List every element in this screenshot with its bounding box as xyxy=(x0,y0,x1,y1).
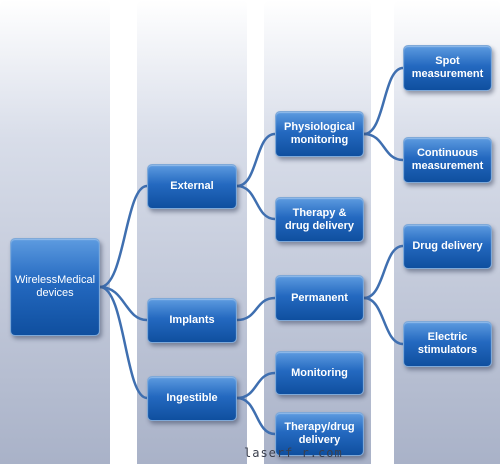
node-permanent: Permanent xyxy=(275,275,364,321)
node-electric-stimulators: Electric stimulators xyxy=(403,321,492,367)
watermark-text: laserf r.com xyxy=(244,446,343,460)
node-ingestible: Ingestible xyxy=(147,376,237,421)
connector-implants-permanent xyxy=(236,296,276,322)
connector-ingestible-monitoring xyxy=(236,371,276,400)
node-spot-measurement: Spot measurement xyxy=(403,45,492,91)
node-drug-delivery: Drug delivery xyxy=(403,224,492,269)
node-implants: Implants xyxy=(147,298,237,343)
connector-root-implants xyxy=(99,285,148,322)
node-external: External xyxy=(147,164,237,209)
connector-external-physiological xyxy=(236,132,276,188)
connector-physiological-spot xyxy=(363,66,404,136)
node-monitoring: Monitoring xyxy=(275,351,364,395)
column-level-0 xyxy=(0,0,110,464)
node-continuous-measurement: Continuous measurement xyxy=(403,137,492,183)
connector-root-external xyxy=(99,184,148,289)
connector-root-ingestible xyxy=(99,285,148,400)
node-therapy-drug-delivery-ingestible: Therapy/drug delivery xyxy=(275,412,364,456)
connector-permanent-electric xyxy=(363,296,404,346)
connector-permanent-drug xyxy=(363,244,404,300)
node-physiological-monitoring: Physiological monitoring xyxy=(275,111,364,157)
node-therapy-drug-delivery-external: Therapy & drug delivery xyxy=(275,197,364,242)
connector-ingestible-therapy xyxy=(236,396,276,436)
node-wireless-medical-devices: WirelessMedical devices xyxy=(10,238,100,336)
connector-external-therapy xyxy=(236,184,276,221)
connector-physiological-continuous xyxy=(363,132,404,162)
